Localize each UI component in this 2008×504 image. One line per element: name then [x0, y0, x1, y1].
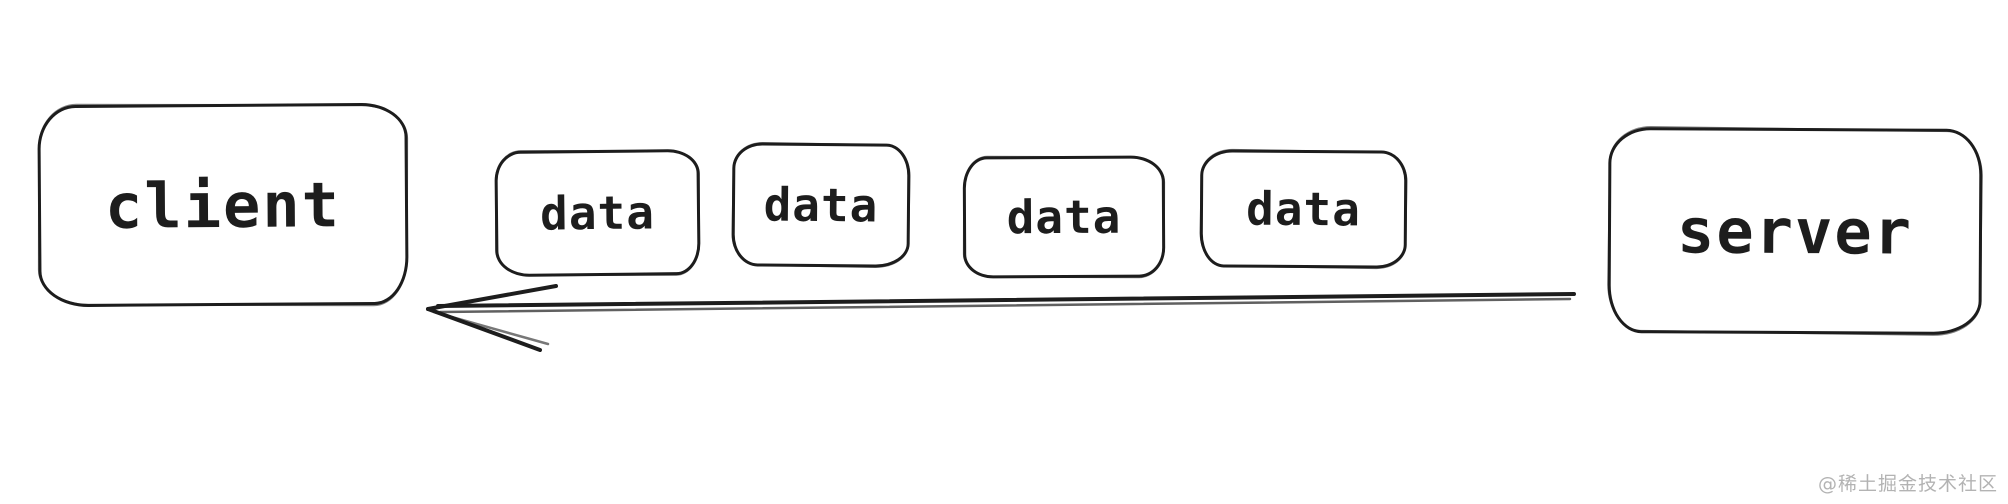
- data-packet: data: [494, 148, 701, 278]
- server-node: server: [1607, 127, 1983, 335]
- client-node: client: [37, 102, 409, 308]
- data-packet-label: data: [1006, 189, 1122, 245]
- watermark: @稀土掘金技术社区: [1817, 473, 1998, 495]
- data-packet-label: data: [1245, 181, 1362, 237]
- client-label: client: [104, 167, 342, 243]
- data-packet: data: [962, 155, 1166, 279]
- data-packet-label: data: [539, 185, 656, 241]
- server-label: server: [1676, 193, 1914, 269]
- data-packet: data: [731, 142, 911, 268]
- data-packet: data: [1199, 149, 1408, 269]
- data-packet-label: data: [763, 177, 879, 233]
